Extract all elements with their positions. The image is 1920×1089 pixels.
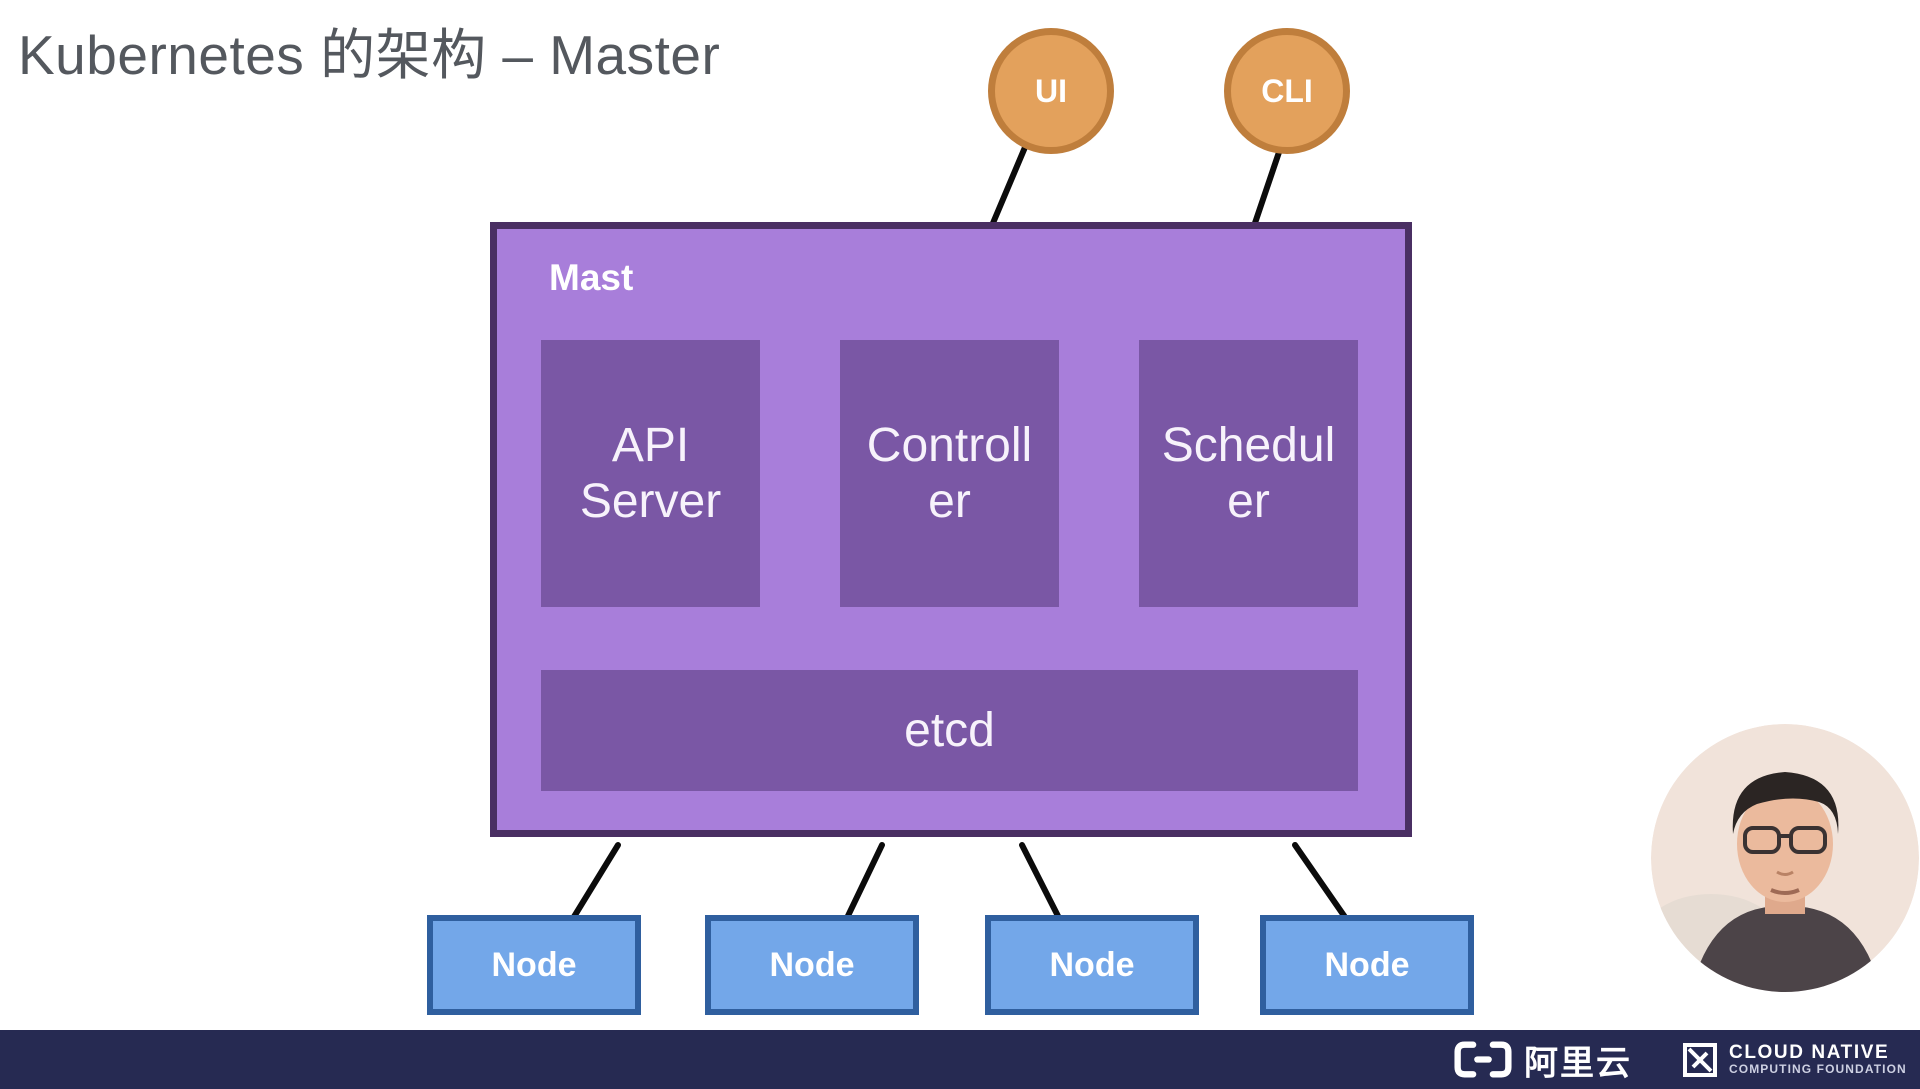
connector-master-node3 bbox=[1019, 842, 1063, 923]
alibaba-cloud-bracket-icon bbox=[1454, 1041, 1512, 1078]
etcd-box: etcd bbox=[541, 670, 1358, 791]
connector-master-node4 bbox=[1292, 842, 1350, 923]
etcd-label: etcd bbox=[904, 704, 995, 757]
cli-client-label: CLI bbox=[1261, 72, 1313, 109]
webcam-overlay bbox=[1651, 724, 1919, 992]
api-server-label-line1: API bbox=[611, 418, 690, 472]
node-box-3: Node bbox=[985, 915, 1199, 1015]
scheduler-label-line1: Schedul bbox=[1161, 418, 1336, 472]
scheduler-label-line2: er bbox=[1227, 474, 1270, 528]
ui-client-label: UI bbox=[1035, 72, 1067, 109]
connector-master-node2 bbox=[843, 842, 885, 923]
scheduler-box: Schedul er bbox=[1139, 340, 1358, 607]
connector-master-node1 bbox=[569, 842, 621, 923]
cli-client-circle: CLI bbox=[1224, 28, 1350, 154]
master-label: Mast bbox=[549, 257, 634, 298]
controller-label-line1: Controll bbox=[866, 418, 1033, 472]
node-box-2: Node bbox=[705, 915, 919, 1015]
cncf-logo: CLOUD NATIVE COMPUTING FOUNDATION bbox=[1683, 1042, 1907, 1077]
alibaba-cloud-logo: 阿里云 bbox=[1452, 1035, 1632, 1084]
controller-label-line2: er bbox=[928, 474, 971, 528]
controller-box: Controll er bbox=[840, 340, 1059, 607]
cncf-name-label: CLOUD NATIVE bbox=[1729, 1042, 1890, 1064]
footer-bar: 阿里云 CLOUD NATIVE COMPUTING FOUNDATION bbox=[0, 1030, 1920, 1089]
page-title: Kubernetes 的架构 – Master bbox=[18, 24, 721, 86]
node-label-3: Node bbox=[1049, 945, 1135, 984]
master-box: Mast API Server Controll er Schedul er e… bbox=[490, 222, 1412, 837]
ui-client-circle: UI bbox=[988, 28, 1114, 154]
node-label-4: Node bbox=[1324, 945, 1410, 984]
node-label-2: Node bbox=[769, 945, 855, 984]
node-label-1: Node bbox=[491, 945, 577, 984]
node-box-1: Node bbox=[427, 915, 641, 1015]
alibaba-cloud-label: 阿里云 bbox=[1524, 1044, 1632, 1082]
node-box-4: Node bbox=[1260, 915, 1474, 1015]
cncf-logo-icon bbox=[1683, 1042, 1717, 1077]
api-server-box: API Server bbox=[541, 340, 760, 607]
cncf-subtitle-label: COMPUTING FOUNDATION bbox=[1729, 1062, 1907, 1077]
presenter-avatar-icon bbox=[1651, 724, 1919, 992]
api-server-label-line2: Server bbox=[579, 474, 722, 528]
